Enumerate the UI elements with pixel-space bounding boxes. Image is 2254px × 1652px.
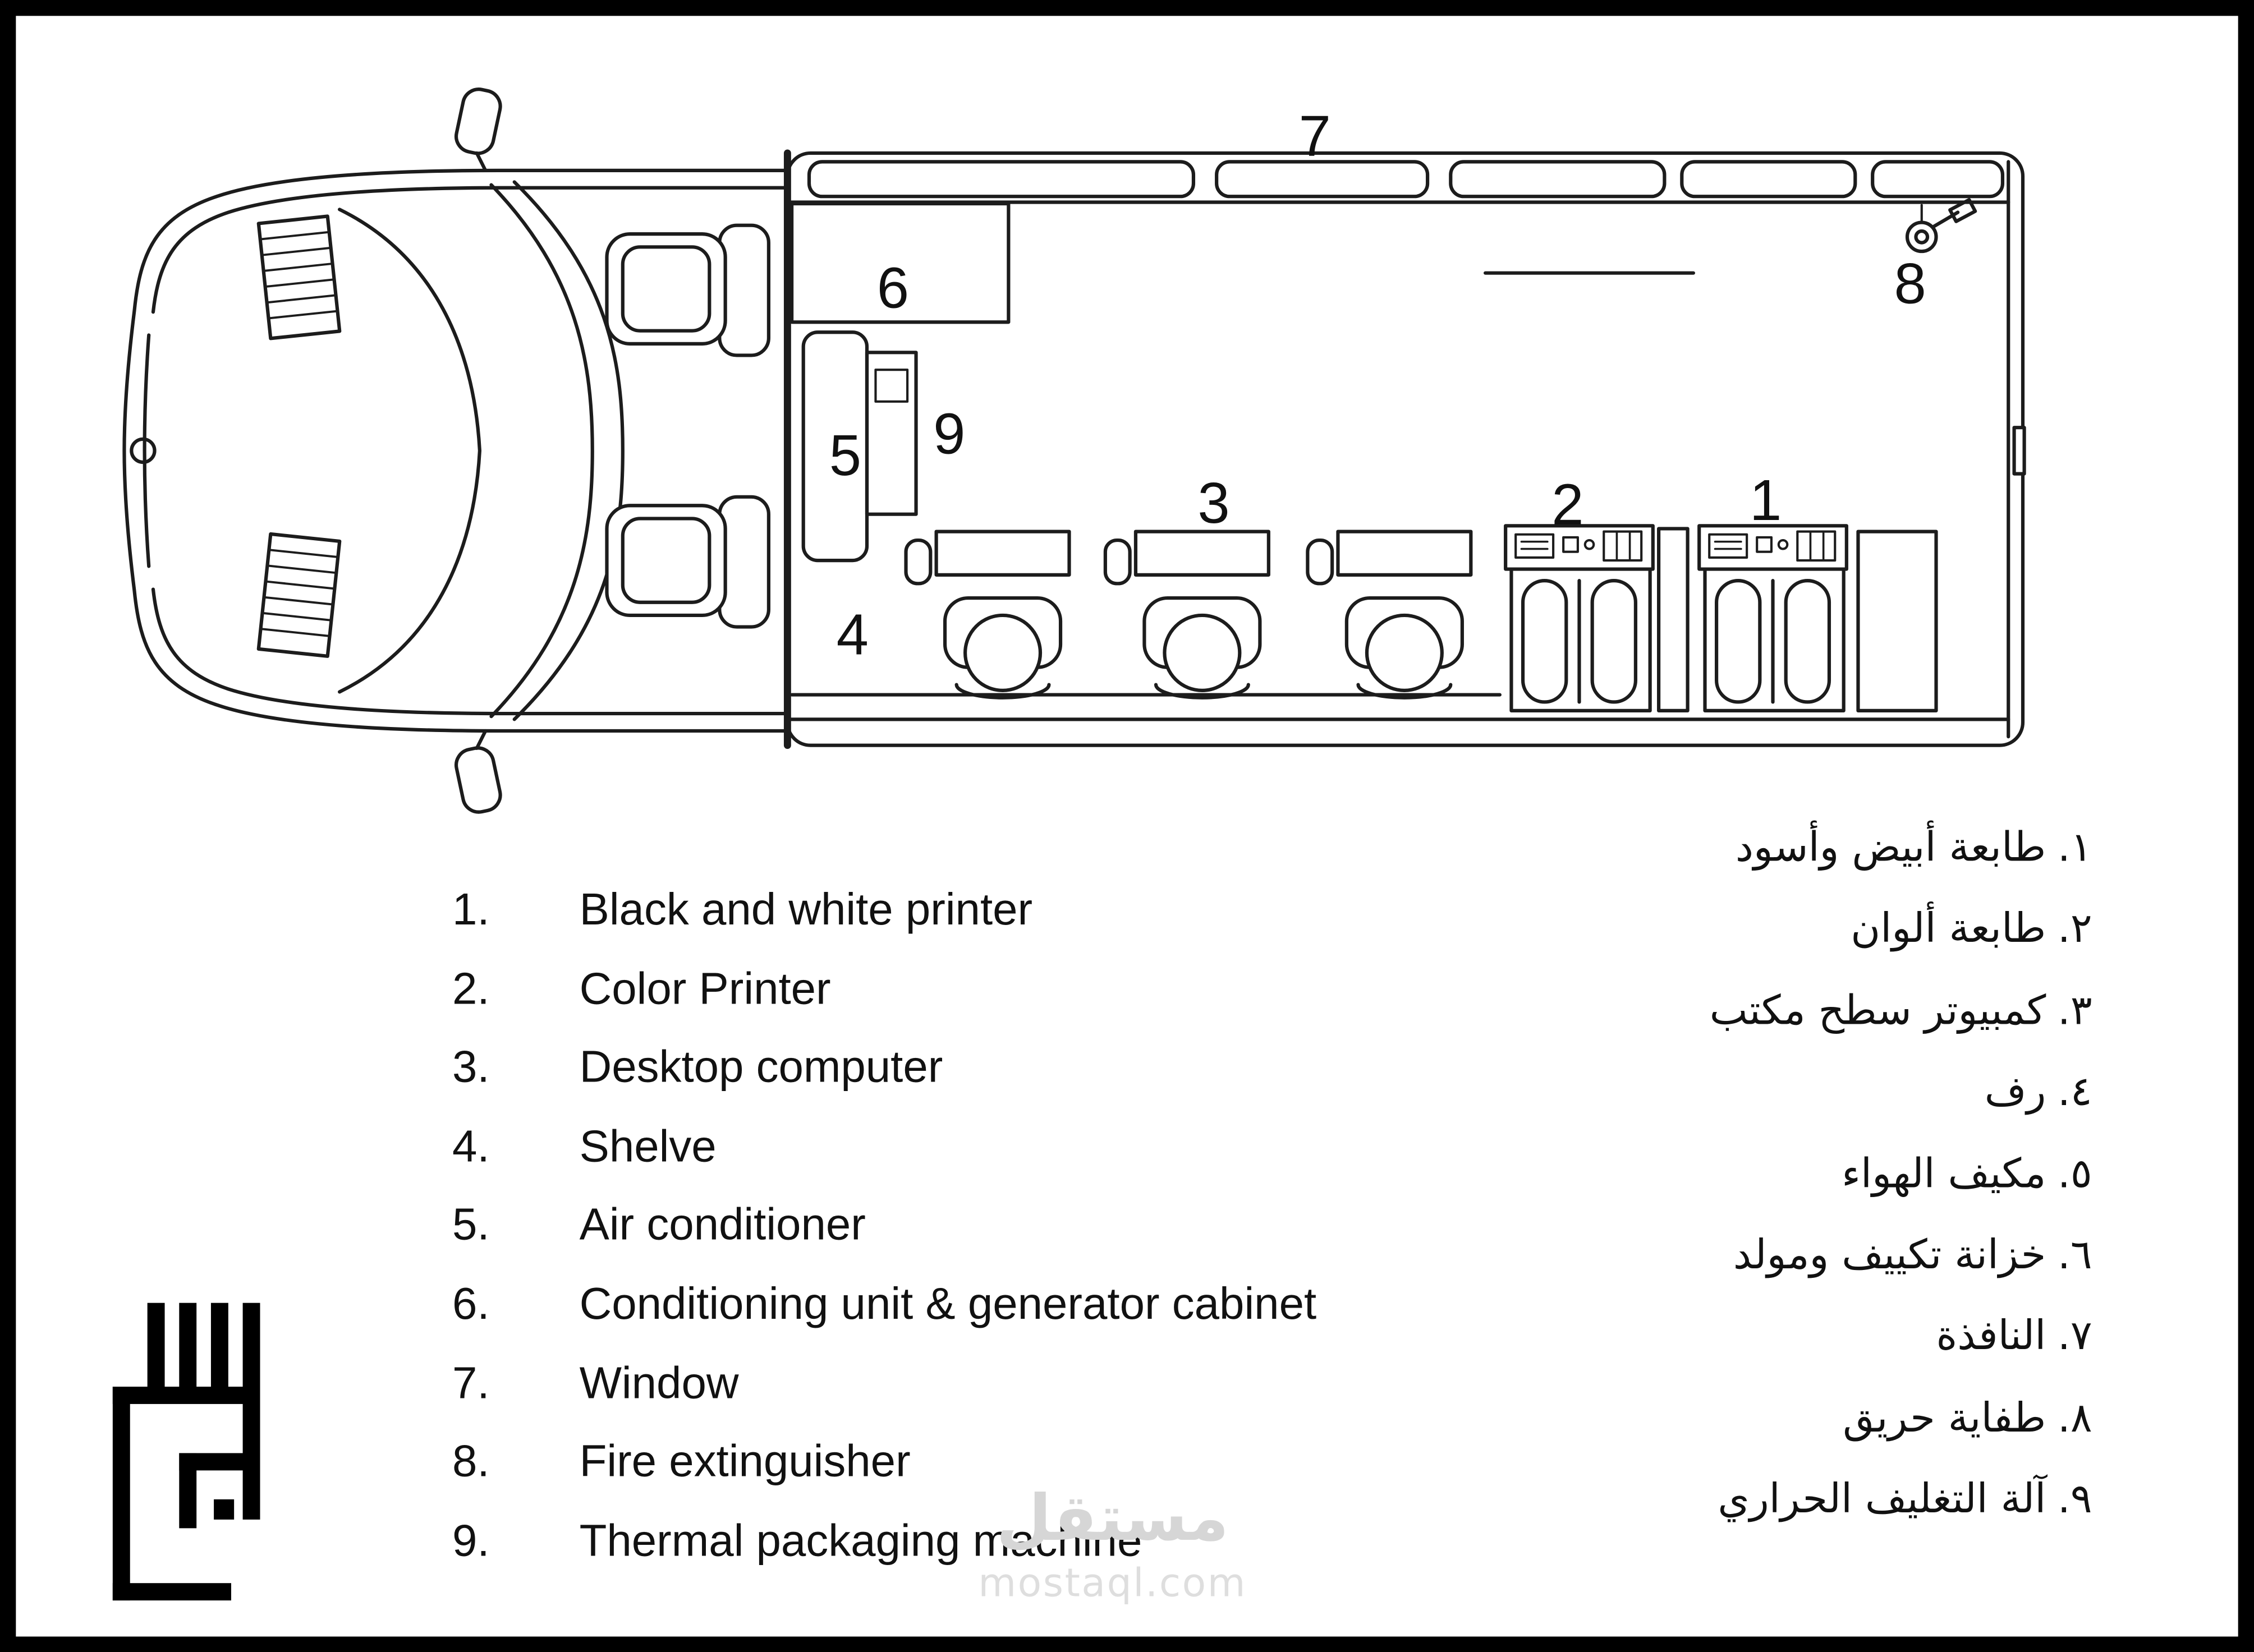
legend-item: 8. Fire extinguisher — [452, 1436, 1316, 1515]
legend-item-number: 2. — [452, 963, 490, 1014]
legend-item-label: Thermal packaging machine — [579, 1515, 1142, 1566]
legend-item: ٨.طفاية حريق — [1710, 1393, 2092, 1475]
legend-item-label: طابعة أبيض وأسود — [1735, 823, 2046, 871]
legend-item-number: 4. — [452, 1120, 490, 1171]
legend-item-number: 1. — [452, 883, 490, 935]
hood-vent-top — [256, 214, 342, 340]
windshield-line — [489, 183, 594, 719]
printer-divider — [1657, 527, 1690, 712]
rear-door-handle — [2012, 426, 2026, 476]
legend-item-number: ٨. — [2057, 1393, 2092, 1442]
side-mirror-top — [454, 88, 502, 172]
legend-item: 5. Air conditioner — [452, 1199, 1316, 1278]
rear-cabinet — [1856, 530, 1938, 712]
legend-item-label: النافذة — [1936, 1312, 2046, 1360]
legend-item-label: طفاية حريق — [1843, 1393, 2046, 1442]
callout-thermal: 9 — [933, 403, 966, 467]
legend-item: ٦.خزانة تكييف ومولد — [1710, 1231, 2092, 1312]
legend-item: 2. Color Printer — [452, 963, 1316, 1042]
watermark-domain: mostaql.com — [978, 1561, 1247, 1606]
legend-item: ٩.آلة التغليف الحراري — [1710, 1475, 2092, 1556]
desks — [904, 530, 1473, 586]
legend-item-label: كمبيوتر سطح مكتب — [1709, 986, 2046, 1034]
van-cab — [122, 88, 789, 814]
legend-item-number: 7. — [452, 1357, 490, 1408]
cab-seats — [605, 223, 770, 629]
legend-item-number: ١. — [2057, 823, 2092, 871]
legend-item-number: 5. — [452, 1199, 490, 1250]
legend-item-label: Fire extinguisher — [579, 1435, 911, 1487]
legend-item-label: Air conditioner — [579, 1199, 866, 1250]
front-emblem — [130, 437, 157, 464]
printer-color — [1504, 524, 1655, 712]
legend-item-label: آلة التغليف الحراري — [1718, 1475, 2046, 1523]
legend-english: 1. Black and white printer 2. Color Printe… — [452, 884, 1316, 1594]
brand-logo — [112, 1303, 260, 1601]
watermark: مستقل mostaql.com — [896, 1482, 1330, 1609]
printer-bw — [1697, 524, 1848, 712]
legend-item-number: ٥. — [2057, 1149, 2092, 1197]
legend-item-number: 6. — [452, 1278, 490, 1329]
legend-item-number: ٣. — [2057, 986, 2092, 1034]
legend-item-label: Shelve — [579, 1120, 717, 1171]
legend-item-label: رف — [1984, 1067, 2046, 1116]
legend-item-number: ٩. — [2057, 1475, 2092, 1523]
legend-item-label: Black and white printer — [579, 883, 1033, 935]
legend-item: 6. Conditioning unit & generator cabinet — [452, 1278, 1316, 1358]
legend-item-label: Window — [579, 1357, 739, 1408]
legend-item: ٤.رف — [1710, 1067, 2092, 1149]
generator-cabinet — [790, 201, 1011, 324]
legend-item-number: ٤. — [2057, 1067, 2092, 1116]
callout-bw-printer: 1 — [1750, 469, 1782, 533]
thermal-packaging-machine — [865, 351, 918, 516]
legend-item-label: طابعة ألوان — [1851, 904, 2046, 952]
legend-item: 7. Window — [452, 1357, 1316, 1436]
legend-item-number: 3. — [452, 1042, 490, 1093]
legend-item-label: Color Printer — [579, 963, 831, 1014]
legend-item-number: 9. — [452, 1515, 490, 1566]
legend-item-label: Desktop computer — [579, 1042, 943, 1093]
callout-cabinet: 6 — [876, 257, 909, 321]
callout-shelve: 4 — [836, 604, 869, 668]
callout-desktop: 3 — [1197, 472, 1230, 536]
legend-item-number: ٦. — [2057, 1230, 2092, 1278]
legend-item: ٧.النافذة — [1710, 1312, 2092, 1393]
legend-item: ٥.مكيف الهواء — [1710, 1149, 2092, 1231]
watermark-arabic: مستقل — [996, 1481, 1229, 1556]
legend-item: 1. Black and white printer — [452, 884, 1316, 963]
legend-item: ١.طابعة أبيض وأسود — [1710, 823, 2092, 905]
callout-window: 7 — [1298, 105, 1331, 169]
legend-item: 3. Desktop computer — [452, 1042, 1316, 1121]
legend-item-label: خزانة تكييف ومولد — [1733, 1230, 2046, 1278]
legend-item-label: Conditioning unit & generator cabinet — [579, 1278, 1317, 1329]
callout-ac: 5 — [829, 425, 862, 489]
callout-fire: 8 — [1894, 252, 1926, 316]
legend-item-label: مكيف الهواء — [1842, 1149, 2046, 1197]
legend-item-number: 8. — [452, 1435, 490, 1487]
legend-item: 9. Thermal packaging machine — [452, 1515, 1316, 1594]
hood-vent-bottom — [256, 532, 342, 658]
legend-item: ٢.طابعة ألوان — [1710, 905, 2092, 986]
windows-band — [807, 160, 2005, 199]
legend-arabic: ١.طابعة أبيض وأسود ٢.طابعة ألوان ٣.كمبيو… — [1710, 823, 2092, 1557]
legend-item-number: ٢. — [2057, 904, 2092, 952]
legend-item-number: ٧. — [2057, 1312, 2092, 1360]
chairs — [943, 596, 1464, 700]
side-mirror-bottom — [454, 729, 502, 814]
legend-item: 4. Shelve — [452, 1121, 1316, 1200]
legend-item: ٣.كمبيوتر سطح مكتب — [1710, 986, 2092, 1067]
fire-extinguisher-icon — [1905, 198, 1977, 254]
callout-color-printer: 2 — [1551, 473, 1584, 537]
